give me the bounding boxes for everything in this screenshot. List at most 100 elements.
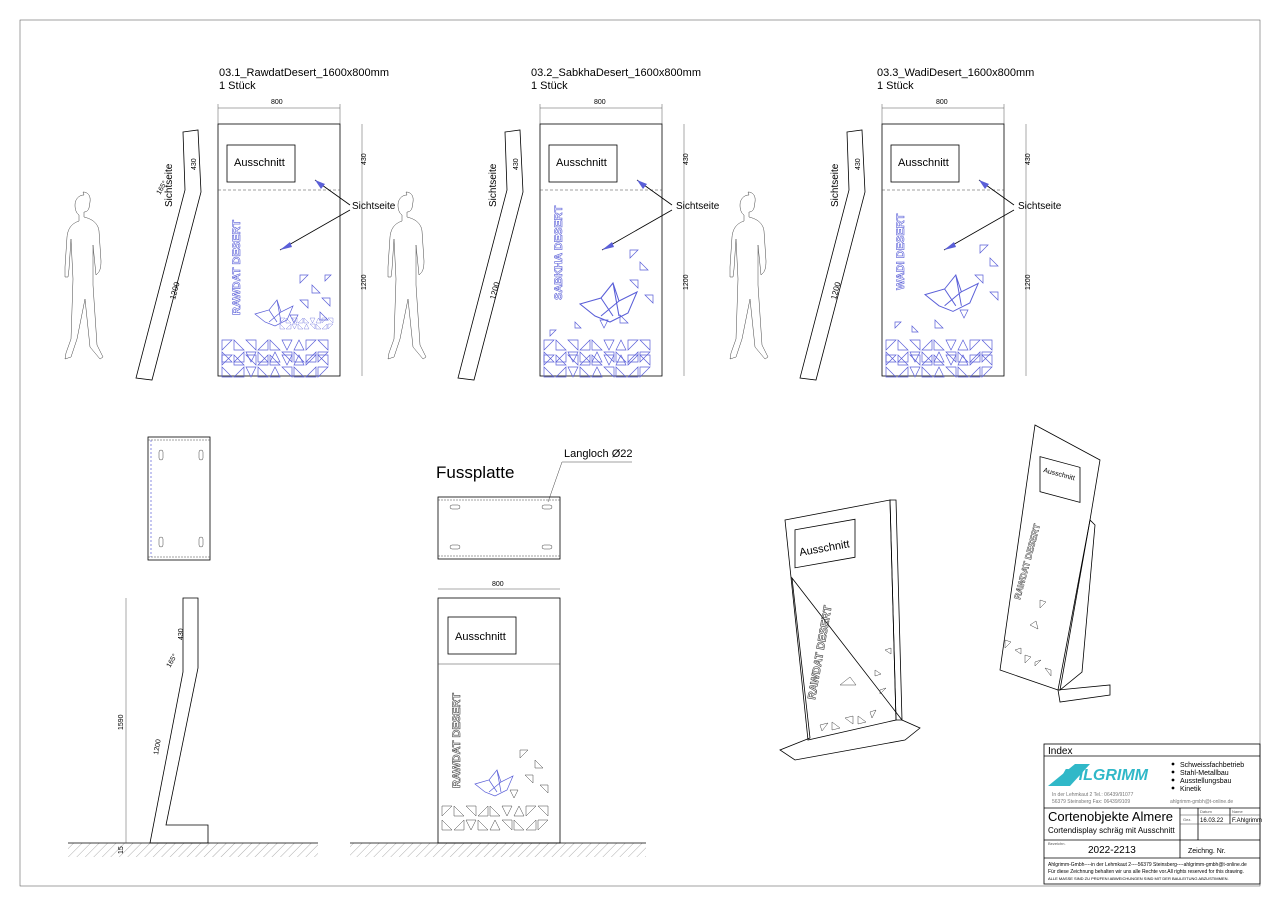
dim-width: 800 xyxy=(492,581,504,588)
dim-width: 800 xyxy=(936,99,948,106)
bullet-icon xyxy=(1171,762,1175,766)
origami-bird-icon xyxy=(579,282,638,323)
footplate-view: Fussplatte Langloch Ø22 xyxy=(436,448,633,560)
title-block: Index AHLGRIMM Schweissfachbetrieb Stahl… xyxy=(1043,743,1262,885)
dim-upper: 430 xyxy=(855,158,862,170)
panel-quantity: 1 Stück xyxy=(877,80,914,92)
sichtseite-side-label: Sichtseite xyxy=(164,163,175,207)
panel-view-1: 03.1_RawdatDesert_1600x800mm 1 Stück xyxy=(219,67,389,92)
dim-lower: 1200 xyxy=(168,280,181,300)
index-label: Index xyxy=(1048,746,1072,757)
origami-bird-icon xyxy=(474,769,514,797)
person-scale-figure xyxy=(387,191,427,360)
dim-lower: 1200 xyxy=(361,274,368,290)
date-header: Datum xyxy=(1200,809,1212,814)
panel-drawing-3: 430 Sichtseite 1200 800 Ausschnitt WADI … xyxy=(729,99,1062,381)
cutout-label: Ausschnitt xyxy=(898,157,949,169)
cutout-label: Ausschnitt xyxy=(455,631,506,643)
dim-width: 800 xyxy=(594,99,606,106)
sichtseite-side-label: Sichtseite xyxy=(488,163,499,207)
dim-angle: 165° xyxy=(165,652,179,669)
dim-upper: 430 xyxy=(178,628,185,640)
panel-view-2: 03.2_SabkhaDesert_1600x800mm 1 Stück xyxy=(531,67,701,92)
cutout-label: Ausschnitt xyxy=(1042,467,1075,482)
dim-lower: 1200 xyxy=(829,280,842,300)
dim-lower: 1200 xyxy=(488,280,501,300)
bullet-icon xyxy=(1171,786,1175,790)
front-elevation: 800 Ausschnitt RAWDAT DESERT xyxy=(350,581,646,857)
origami-bird-icon xyxy=(254,299,294,327)
address-line: In der Lehmkaut 2 Tel.: 06439/91077 xyxy=(1052,792,1134,798)
panel-title: 03.1_RawdatDesert_1600x800mm xyxy=(219,67,389,79)
cutout-label: Ausschnitt xyxy=(798,538,850,559)
panel-lettering: WADI DESERT xyxy=(895,213,907,290)
panel-lettering: RAWDAT DESERT xyxy=(806,604,834,700)
drawing-no-label: Zeichng. Nr. xyxy=(1188,848,1226,855)
panel-outline xyxy=(539,123,663,377)
cutout-frame xyxy=(548,144,618,183)
dim-foot: 15 xyxy=(118,846,125,854)
footplate-title: Fussplatte xyxy=(436,463,514,482)
panel-view-3: 03.3_WadiDesert_1600x800mm 1 Stück xyxy=(877,67,1034,92)
project-description: Cortendisplay schräg mit Ausschnitt xyxy=(1048,826,1176,835)
email-address: ahlgrimm-gmbh@t-online.de xyxy=(1170,799,1233,805)
triangle-pattern xyxy=(894,244,999,333)
side-elevation: 1590 430 165° 1200 15 xyxy=(68,597,318,857)
cutout-label: Ausschnitt xyxy=(234,157,285,169)
triangle-pattern xyxy=(289,274,332,324)
dim-width: 800 xyxy=(271,99,283,106)
drawn-by: F.Ahlgrimm xyxy=(1232,818,1262,824)
logo-mark-icon xyxy=(1048,764,1090,786)
triangle-pattern xyxy=(549,249,654,337)
dim-upper: 430 xyxy=(191,158,198,170)
dim-upper: 430 xyxy=(361,153,368,165)
dim-height: 1590 xyxy=(118,714,125,730)
number-header: Bezeichn. xyxy=(1048,841,1066,846)
name-header: Name xyxy=(1232,809,1243,814)
drawing-number: 2022-2213 xyxy=(1088,845,1136,856)
sichtseite-label: Sichtseite xyxy=(1018,201,1062,212)
project-title: Cortenobjekte Almere xyxy=(1048,809,1173,824)
dim-lower: 1200 xyxy=(1025,274,1032,290)
panel-quantity: 1 Stück xyxy=(219,80,256,92)
footer-line: Für diese Zeichnung behalten wir uns all… xyxy=(1048,869,1244,875)
dim-lower: 1200 xyxy=(683,274,690,290)
panel-quantity: 1 Stück xyxy=(531,80,568,92)
panel-outline xyxy=(881,123,1005,377)
isometric-view-front: Ausschnitt RAWDAT DESERT xyxy=(779,499,921,761)
bullet-icon xyxy=(1171,778,1175,782)
slot-label: Langloch Ø22 xyxy=(564,448,633,460)
panel-drawing-1: 430 165° Sichtseite 1200 800 Ausschnitt … xyxy=(64,99,396,381)
dim-upper: 430 xyxy=(683,153,690,165)
dim-upper: 430 xyxy=(1025,153,1032,165)
side-profile xyxy=(135,129,202,381)
person-scale-figure xyxy=(64,191,104,360)
panel-lettering: RAWDAT DESERT xyxy=(231,220,243,315)
panel-drawing-2: 430 Sichtseite 1200 800 Ausschnitt SABKH… xyxy=(387,99,720,381)
person-scale-figure xyxy=(729,191,769,360)
panel-lettering: RAWDAT DESERT xyxy=(451,693,463,788)
cutout-frame xyxy=(226,144,296,183)
panel-title: 03.2_SabkhaDesert_1600x800mm xyxy=(531,67,701,79)
service-item: Ausstellungsbau xyxy=(1180,778,1231,785)
sichtseite-label: Sichtseite xyxy=(676,201,720,212)
panel-lettering: SABKHA DESERT xyxy=(553,205,565,300)
side-profile xyxy=(457,129,524,381)
bullet-icon xyxy=(1171,770,1175,774)
dim-lower: 1200 xyxy=(153,739,163,756)
drawing-date: 16.03.22 xyxy=(1200,818,1224,824)
footer-line: ALLE MASSE SIND ZU PRÜFEN! ABWEICHUNGEN … xyxy=(1048,876,1229,881)
sichtseite-label: Sichtseite xyxy=(352,201,396,212)
plate-top-view xyxy=(147,436,211,561)
isometric-view-rear: Ausschnitt RAWDAT DESERT xyxy=(999,424,1111,703)
origami-bird-icon xyxy=(924,274,979,312)
service-item: Kinetik xyxy=(1180,786,1202,793)
service-item: Schweissfachbetrieb xyxy=(1180,762,1244,769)
panel-lettering: RAWDAT DESERT xyxy=(1012,522,1042,600)
panel-title: 03.3_WadiDesert_1600x800mm xyxy=(877,67,1034,79)
dim-upper: 430 xyxy=(513,158,520,170)
cutout-frame xyxy=(890,144,960,183)
panel-outline xyxy=(217,123,341,377)
service-item: Stahl-Metallbau xyxy=(1180,770,1229,777)
